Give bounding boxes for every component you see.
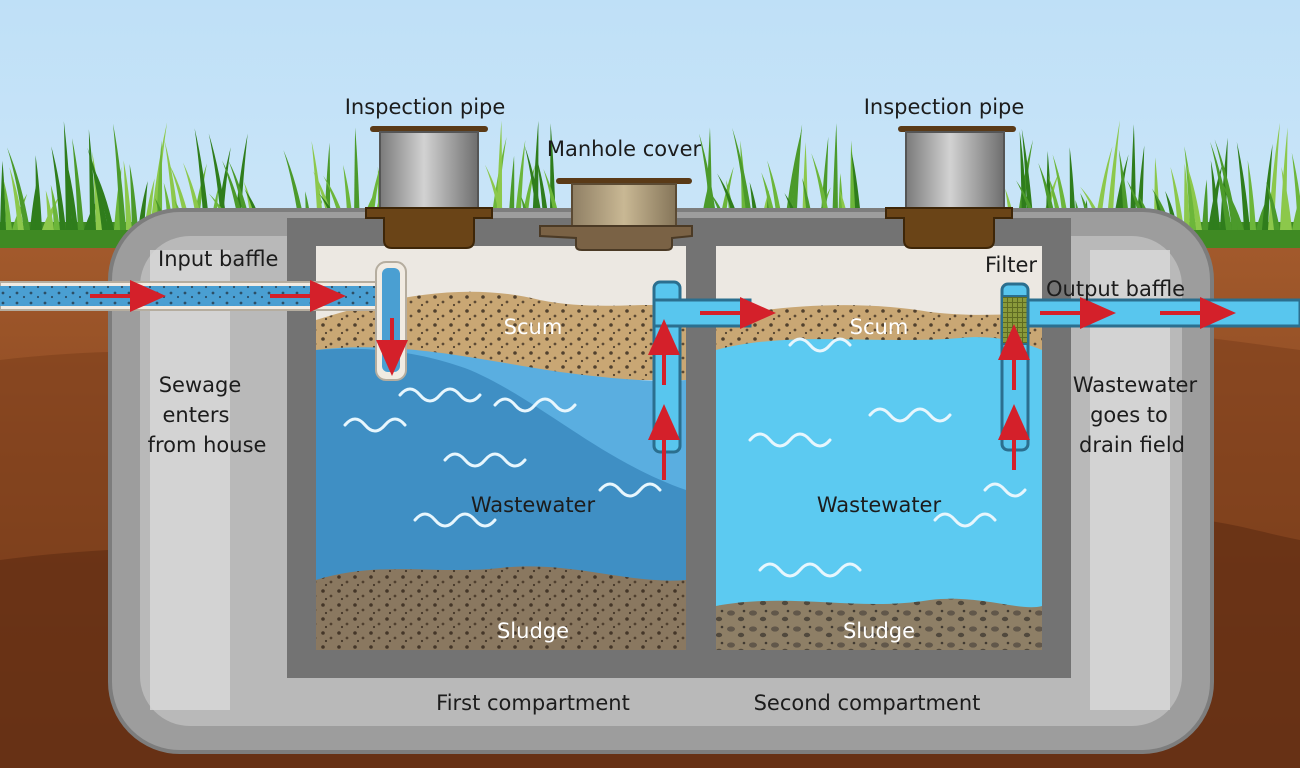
water-waves [343,337,1027,578]
manhole-cover [539,178,693,251]
label-wastewater-line-1: Wastewater [1073,373,1198,397]
label-input-baffle: Input baffle [158,247,278,271]
label-filter: Filter [985,253,1037,277]
label-output-baffle: Output baffle [1046,277,1185,301]
label-wastewater-second: Wastewater [817,493,942,517]
label-sludge-second: Sludge [843,619,915,643]
label-sewage-line-3: from house [148,433,267,457]
label-scum-second: Scum [850,315,909,339]
filter-element [1001,295,1029,345]
outlet-pipe [998,282,1300,470]
inspection-pipe-right [885,126,1016,249]
inlet-pipe [0,261,408,381]
label-wastewater-line-3: drain field [1079,433,1185,457]
second-compartment [716,246,1042,650]
first-compartment [316,246,686,650]
label-first-compartment: First compartment [436,691,630,715]
label-sewage-line-1: Sewage [159,373,242,397]
label-sludge-first: Sludge [497,619,569,643]
label-inspection-pipe-left: Inspection pipe [345,95,506,119]
wastewater-first-dark [316,348,686,600]
inspection-pipe-left [365,126,493,249]
label-manhole-cover: Manhole cover [547,137,702,161]
transfer-pipe [648,280,776,480]
wall-highlight-left [150,250,230,710]
label-wastewater-line-2: goes to [1090,403,1168,427]
label-second-compartment: Second compartment [754,691,981,715]
label-sewage-line-2: enters [163,403,230,427]
wastewater-second [716,337,1042,620]
label-scum-first: Scum [504,315,563,339]
label-wastewater-first: Wastewater [471,493,596,517]
label-inspection-pipe-right: Inspection pipe [864,95,1025,119]
